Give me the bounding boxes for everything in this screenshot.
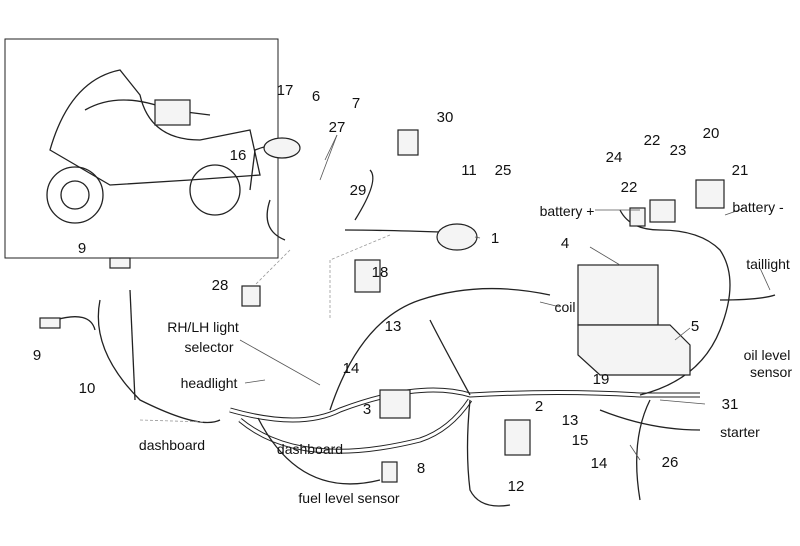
part-number-label: 28 xyxy=(212,277,229,294)
part-number-label: 9 xyxy=(33,347,41,364)
part-number-label: 21 xyxy=(732,162,749,179)
component-text-label: sensor xyxy=(750,364,792,380)
component-text-label: taillight xyxy=(746,256,790,272)
part-number-label: 27 xyxy=(329,119,346,136)
part-number-label: 1 xyxy=(491,230,499,247)
part-number-label: 9 xyxy=(78,240,86,257)
main-harness xyxy=(54,144,776,507)
component-text-label: dashboard xyxy=(277,441,343,457)
part-number-label: 17 xyxy=(277,82,294,99)
part-number-label: 3 xyxy=(363,401,371,418)
components xyxy=(39,129,725,483)
part-number-label: 8 xyxy=(417,460,425,477)
component-text-label: starter xyxy=(720,424,760,440)
component-text-label: selector xyxy=(184,339,233,355)
part-number-label: 13 xyxy=(562,412,579,429)
part-number-label: 2 xyxy=(535,398,543,415)
part-number-label: 24 xyxy=(606,149,623,166)
component-text-label: battery + xyxy=(540,203,595,219)
part-number-label: 23 xyxy=(670,142,687,159)
part-number-label: 10 xyxy=(79,380,96,397)
part-number-label: 14 xyxy=(591,455,608,472)
part-number-label: 18 xyxy=(372,264,389,281)
component-text-label: battery - xyxy=(732,199,784,215)
part-number-label: 14 xyxy=(343,360,360,377)
part-number-label: 19 xyxy=(593,371,610,388)
part-number-label: 20 xyxy=(703,125,720,142)
part-number-label: 22 xyxy=(621,179,638,196)
part-number-label: 5 xyxy=(691,318,699,335)
part-number-label: 30 xyxy=(437,109,454,126)
component-text-label: oil level xyxy=(744,347,791,363)
battery xyxy=(577,264,659,326)
part-number-label: 11 xyxy=(461,162,477,179)
scooter-overview-inset xyxy=(4,38,279,259)
part-number-label: 16 xyxy=(230,147,247,164)
component-text-label: dashboard xyxy=(139,437,205,453)
part-number-label: 26 xyxy=(662,454,679,471)
leader-lines xyxy=(139,134,771,461)
part-number-label: 31 xyxy=(722,396,739,413)
horn xyxy=(436,223,478,251)
part-number-label: 25 xyxy=(495,162,512,179)
component-text-label: fuel level sensor xyxy=(298,490,400,506)
part-number-label: 29 xyxy=(350,182,367,199)
part-number-label: 12 xyxy=(508,478,525,495)
component-text-label: headlight xyxy=(181,375,238,391)
component-text-label: coil xyxy=(554,299,575,315)
part-number-label: 4 xyxy=(561,235,569,252)
part-number-label: 22 xyxy=(644,132,661,149)
part-number-label: 13 xyxy=(385,318,402,335)
part-number-label: 7 xyxy=(352,95,360,112)
component-text-label: RH/LH light xyxy=(167,319,239,335)
part-number-label: 15 xyxy=(572,432,589,449)
part-number-label: 6 xyxy=(312,88,320,105)
